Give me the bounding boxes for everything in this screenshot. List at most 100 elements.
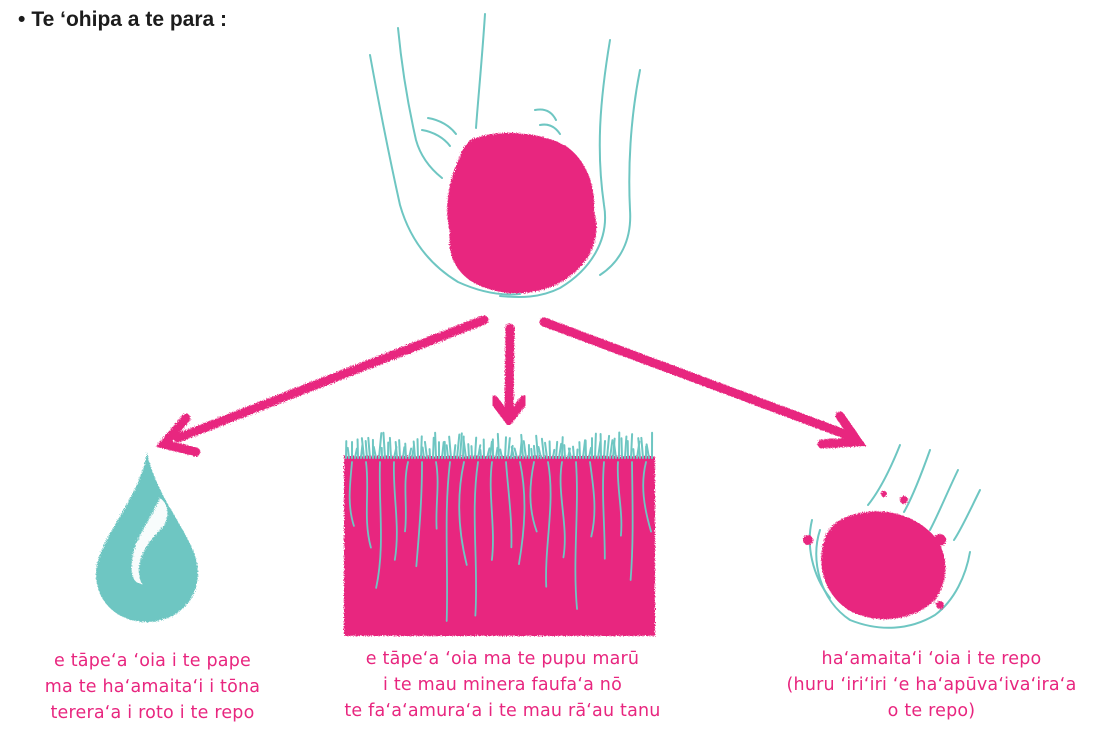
grass-blade <box>467 443 470 459</box>
grass-blade <box>456 433 461 459</box>
root-strand <box>473 461 479 617</box>
left-hand-palm <box>369 54 521 296</box>
caption-soil-structure-line-2: (huru ‘iri‘iri ‘e ha‘apūva‘iva‘ira‘a <box>786 675 1077 695</box>
root-strand <box>629 461 634 581</box>
soil-block <box>344 456 655 636</box>
grass-blade <box>354 447 358 459</box>
caption-minerals: e tāpe‘a ‘oia ma te pupu marū i te mau m… <box>300 646 705 724</box>
grass-blade <box>398 439 401 459</box>
grass-blade <box>462 439 467 459</box>
grass-blade <box>388 436 392 459</box>
grass-blade <box>632 448 635 459</box>
arrow-to-soil-block <box>489 323 529 428</box>
soil-crumbs-right <box>803 491 946 620</box>
root-strand <box>602 461 606 560</box>
grass-blade <box>563 444 566 459</box>
grass-blade <box>453 444 457 459</box>
grass-blade <box>530 447 533 459</box>
grass-blade <box>522 440 527 459</box>
grass-blade <box>640 436 644 459</box>
grass-blade <box>364 440 368 459</box>
grass-blade <box>620 437 623 459</box>
root-strand <box>365 461 372 549</box>
grass-blade <box>567 447 572 459</box>
hands-with-soil-crumbs-illustration <box>808 444 981 629</box>
root-strand <box>616 461 623 537</box>
root-strand <box>435 461 439 530</box>
grass-blade <box>594 432 597 459</box>
root-strand <box>518 461 526 565</box>
grass-blade <box>507 437 511 459</box>
caption-soil-structure-line-1: ha‘amaita‘i ‘oia i te repo <box>821 649 1042 669</box>
grass-blade <box>434 431 437 459</box>
root-strand <box>559 461 566 559</box>
grass-blade <box>459 432 463 459</box>
root-strand <box>529 461 538 533</box>
grass-blade <box>441 441 445 459</box>
grass-blade <box>513 447 518 459</box>
grass-blade <box>606 434 611 459</box>
grass-blade <box>645 443 650 459</box>
grass-blade <box>576 448 579 459</box>
grass-blade <box>555 440 559 459</box>
grass-blade <box>630 433 634 459</box>
root-strand <box>489 461 494 561</box>
right-hand-outline <box>499 39 611 298</box>
grass-blade <box>346 446 350 459</box>
grass-blade <box>402 446 406 459</box>
grass-blade <box>479 448 482 459</box>
grass-blade <box>510 445 515 459</box>
grass-blade <box>637 437 641 459</box>
root-strand <box>642 461 652 533</box>
caption-minerals-line-2: i te mau minera faufa‘a nō <box>383 675 622 695</box>
root-strand <box>574 461 578 610</box>
grass-blade <box>423 440 428 459</box>
caption-soil-structure-line-3: o te repo) <box>887 701 976 721</box>
grass-blade <box>360 437 365 459</box>
root-strand <box>589 461 596 538</box>
root-strand <box>458 461 468 566</box>
grass-blade <box>378 432 383 459</box>
caption-water-line-2: ma te ha‘amaita‘i i tōna <box>44 677 261 697</box>
caption-water-line-1: e tāpe‘a ‘oia i te pape <box>54 651 251 671</box>
grass-blade <box>372 445 377 459</box>
grass-blade <box>495 446 499 459</box>
grass-blade <box>552 448 556 459</box>
caption-minerals-line-1: e tāpe‘a ‘oia ma te pupu marū <box>365 649 640 669</box>
grass-fringe <box>345 431 654 459</box>
grass-blade <box>367 436 371 459</box>
root-strand <box>348 461 355 527</box>
grass-blade <box>408 447 413 459</box>
grass-blade <box>432 436 435 459</box>
caption-water: e tāpe‘a ‘oia i te pape ma te ha‘amaita‘… <box>0 648 305 726</box>
grass-blade <box>477 444 482 459</box>
section-heading: •Te ‘ohipa a te para : <box>18 8 227 32</box>
grass-blade <box>448 435 452 459</box>
grass-blade <box>382 431 386 459</box>
grass-blade <box>496 432 500 459</box>
left-hand-outline <box>397 27 443 179</box>
roots <box>348 461 652 622</box>
grass-blade <box>544 441 548 459</box>
grass-blade <box>561 436 564 459</box>
grass-blade <box>558 442 563 459</box>
grass-blade <box>445 444 449 459</box>
hands-holding-soil-illustration <box>369 13 641 298</box>
root-strand <box>505 461 513 549</box>
caption-water-line-3: terera‘a i roto i te repo <box>50 703 255 723</box>
water-drop-illustration <box>96 452 198 622</box>
grass-blade <box>504 436 507 459</box>
grass-blade <box>537 446 542 459</box>
grass-blade <box>486 447 491 459</box>
grass-blade <box>612 441 617 459</box>
root-strand <box>445 461 451 622</box>
root-strand <box>404 461 409 533</box>
grass-blade <box>540 437 545 459</box>
grass-blade <box>603 440 607 459</box>
grass-blade <box>394 440 398 459</box>
grass-blade <box>470 445 473 459</box>
grass-blade <box>624 435 628 459</box>
grass-blade <box>578 441 581 459</box>
grass-blade <box>609 439 614 459</box>
